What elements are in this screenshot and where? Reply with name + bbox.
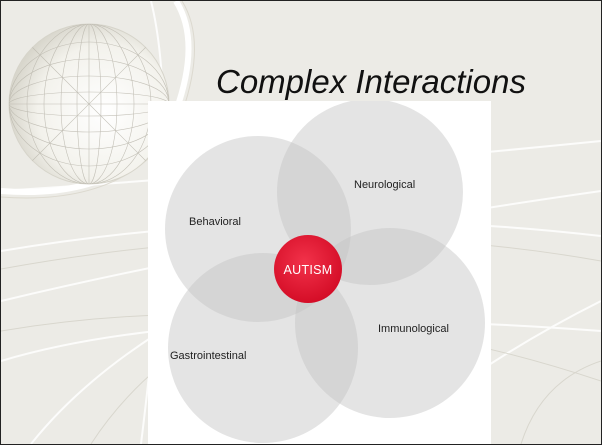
venn-diagram-svg: Neurological Behavioral Immunological Ga…: [165, 101, 485, 443]
circle-immunological: [295, 228, 485, 418]
label-behavioral: Behavioral: [189, 216, 241, 228]
label-gastrointestinal: Gastrointestinal: [170, 350, 246, 362]
slide-title: Complex Interactions: [216, 63, 526, 100]
venn-diagram: Neurological Behavioral Immunological Ga…: [148, 101, 491, 444]
label-neurological: Neurological: [354, 179, 415, 191]
autism-center-circle: [274, 235, 342, 303]
label-autism: AUTISM: [283, 263, 332, 277]
label-immunological: Immunological: [378, 323, 449, 335]
globe-icon: [8, 23, 170, 185]
